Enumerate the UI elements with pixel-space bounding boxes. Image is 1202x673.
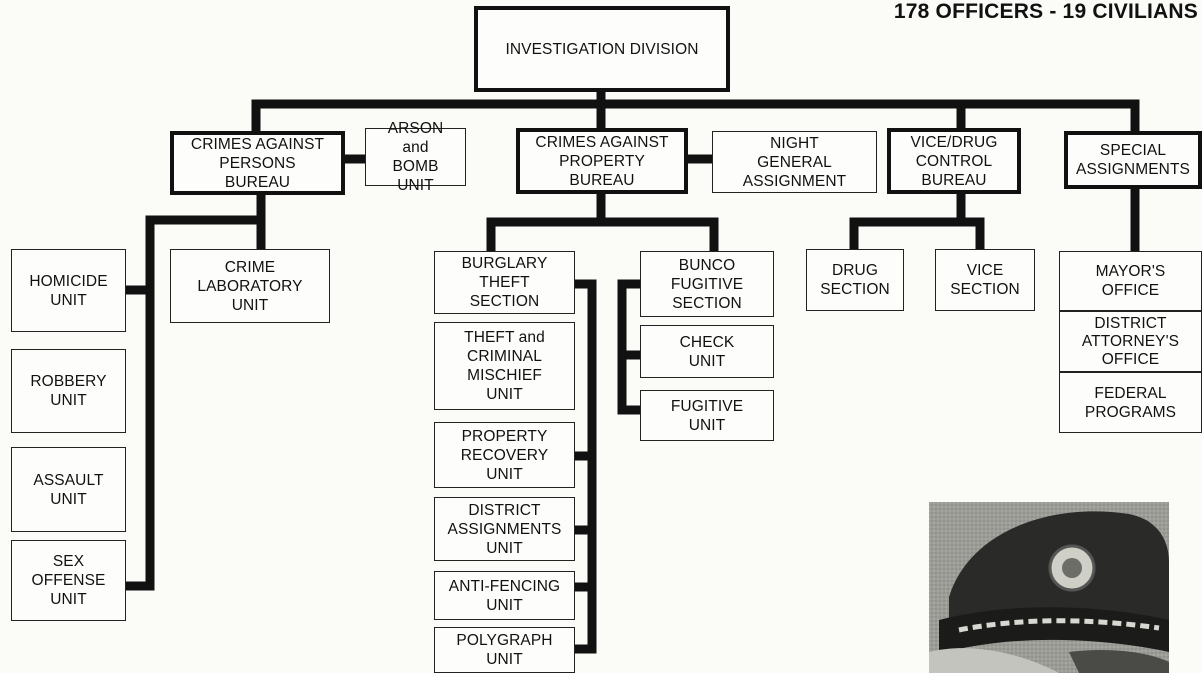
connector-burglary-spine bbox=[574, 284, 592, 649]
burglary-theft-section-box: BURGLARY THEFT SECTION bbox=[434, 251, 575, 314]
federal-programs-box: FEDERAL PROGRAMS bbox=[1059, 372, 1202, 433]
staffing-summary: 178 OFFICERS - 19 CIVILIANS bbox=[894, 0, 1198, 24]
connector-persons-spine bbox=[125, 220, 150, 586]
crimes-against-property-bureau-box: CRIMES AGAINST PROPERTY BUREAU bbox=[516, 128, 688, 194]
mayors-office-box: MAYOR'S OFFICE bbox=[1059, 251, 1202, 311]
district-attorneys-office-box: DISTRICT ATTORNEY'S OFFICE bbox=[1059, 311, 1202, 372]
robbery-unit-box: ROBBERY UNIT bbox=[11, 349, 126, 433]
officer-cap-photo bbox=[929, 502, 1169, 673]
connector-persons-bus bbox=[150, 220, 261, 249]
night-general-assignment-box: NIGHT GENERAL ASSIGNMENT bbox=[712, 131, 877, 193]
crime-laboratory-unit-box: CRIME LABORATORY UNIT bbox=[170, 249, 330, 323]
check-unit-box: CHECK UNIT bbox=[640, 325, 774, 378]
theft-criminal-mischief-unit-box: THEFT and CRIMINAL MISCHIEF UNIT bbox=[434, 322, 575, 410]
drug-section-box: DRUG SECTION bbox=[806, 249, 904, 311]
homicide-unit-box: HOMICIDE UNIT bbox=[11, 249, 126, 332]
anti-fencing-unit-box: ANTI-FENCING UNIT bbox=[434, 571, 575, 620]
vice-drug-control-bureau-box: VICE/DRUG CONTROL BUREAU bbox=[887, 128, 1021, 194]
arson-bomb-unit-box: ARSON and BOMB UNIT bbox=[365, 128, 466, 186]
crimes-against-persons-bureau-box: CRIMES AGAINST PERSONS BUREAU bbox=[170, 131, 345, 195]
connector-bunco-spine bbox=[622, 284, 640, 410]
assault-unit-box: ASSAULT UNIT bbox=[11, 447, 126, 532]
vice-section-box: VICE SECTION bbox=[935, 249, 1035, 311]
special-assignments-box: SPECIAL ASSIGNMENTS bbox=[1064, 131, 1202, 189]
polygraph-unit-box: POLYGRAPH UNIT bbox=[434, 627, 575, 673]
bunco-fugitive-section-box: BUNCO FUGITIVE SECTION bbox=[640, 251, 774, 317]
fugitive-unit-box: FUGITIVE UNIT bbox=[640, 390, 774, 441]
sex-offense-unit-box: SEX OFFENSE UNIT bbox=[11, 540, 126, 621]
property-recovery-unit-box: PROPERTY RECOVERY UNIT bbox=[434, 422, 575, 488]
district-assignments-unit-box: DISTRICT ASSIGNMENTS UNIT bbox=[434, 497, 575, 561]
investigation-division-box: INVESTIGATION DIVISION bbox=[474, 6, 730, 92]
